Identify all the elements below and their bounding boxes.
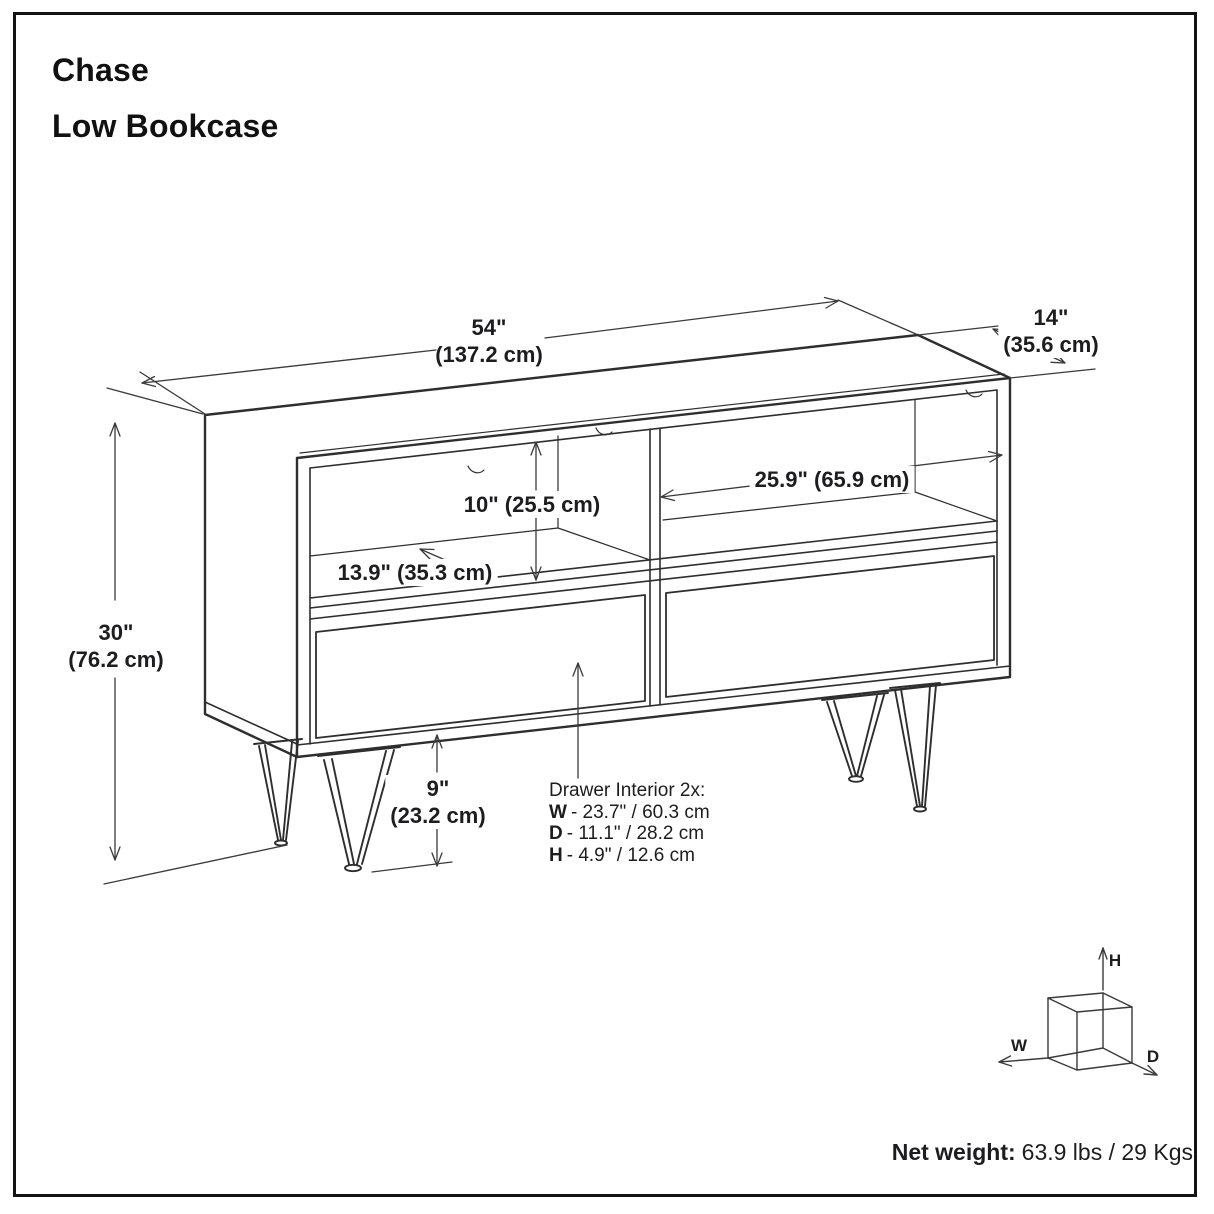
front-right-leg: [889, 682, 941, 813]
drawer-interior-width-row: W- 23.7" / 60.3 cm: [549, 801, 710, 823]
drawer-interior-heading: Drawer Interior 2x:: [549, 780, 706, 801]
drawer-interior-height-row: H- 4.9" / 12.6 cm: [549, 844, 695, 866]
leg-height-dimension: [371, 734, 453, 873]
height-dimension-label: 30" (76.2 cm): [68, 620, 164, 672]
net-weight-label: Net weight:: [891, 1139, 1016, 1165]
page-border: [13, 12, 1197, 1197]
front-left-leg: [317, 746, 401, 873]
cube-depth-label: D: [1146, 1047, 1160, 1066]
back-left-leg: [253, 738, 303, 847]
drawer-leader-arrow: [572, 662, 584, 779]
cube-depth-axis: [1131, 1062, 1158, 1076]
cube-width-axis: [998, 1055, 1049, 1067]
net-weight-value: 63.9 lbs / 29 Kgs: [1021, 1139, 1193, 1165]
height-dimension: [103, 387, 288, 885]
cube-width-label: W: [1010, 1036, 1028, 1055]
cubby-height-label: 10" (25.5 cm): [458, 491, 606, 518]
depth-dimension-label: 14" (35.6 cm): [998, 304, 1104, 358]
cube-height-label: H: [1108, 951, 1122, 970]
hairpin-legs: [253, 682, 941, 873]
bookcase-outline: [203, 333, 1012, 759]
drawer-interior-depth-row: D- 11.1" / 28.2 cm: [549, 823, 705, 844]
net-weight: Net weight:63.9 lbs / 29 Kgs: [892, 1139, 1193, 1166]
drawer-fronts: [315, 555, 995, 739]
left-drawer-front: [315, 594, 646, 739]
leg-height-label: 9" (23.2 cm): [385, 775, 491, 829]
orientation-cube: [998, 947, 1158, 1076]
cubby-depth-label: 13.9" (35.3 cm): [332, 559, 498, 586]
product-title: Chase Low Bookcase: [52, 42, 278, 154]
cubby-height-dimension: [530, 441, 542, 581]
drawer-interior-note: Drawer Interior 2x: W- 23.7" / 60.3 cm D…: [549, 780, 710, 866]
cube-height-axis: [1098, 947, 1108, 991]
back-right-leg: [821, 692, 889, 783]
product-type: Low Bookcase: [52, 108, 279, 144]
width-dimension-label: 54" (137.2 cm): [435, 315, 543, 367]
product-name: Chase: [52, 52, 150, 88]
cubby-width-label: 25.9" (65.9 cm): [749, 466, 915, 493]
width-dimension: [139, 296, 917, 415]
right-drawer-front: [665, 555, 995, 698]
